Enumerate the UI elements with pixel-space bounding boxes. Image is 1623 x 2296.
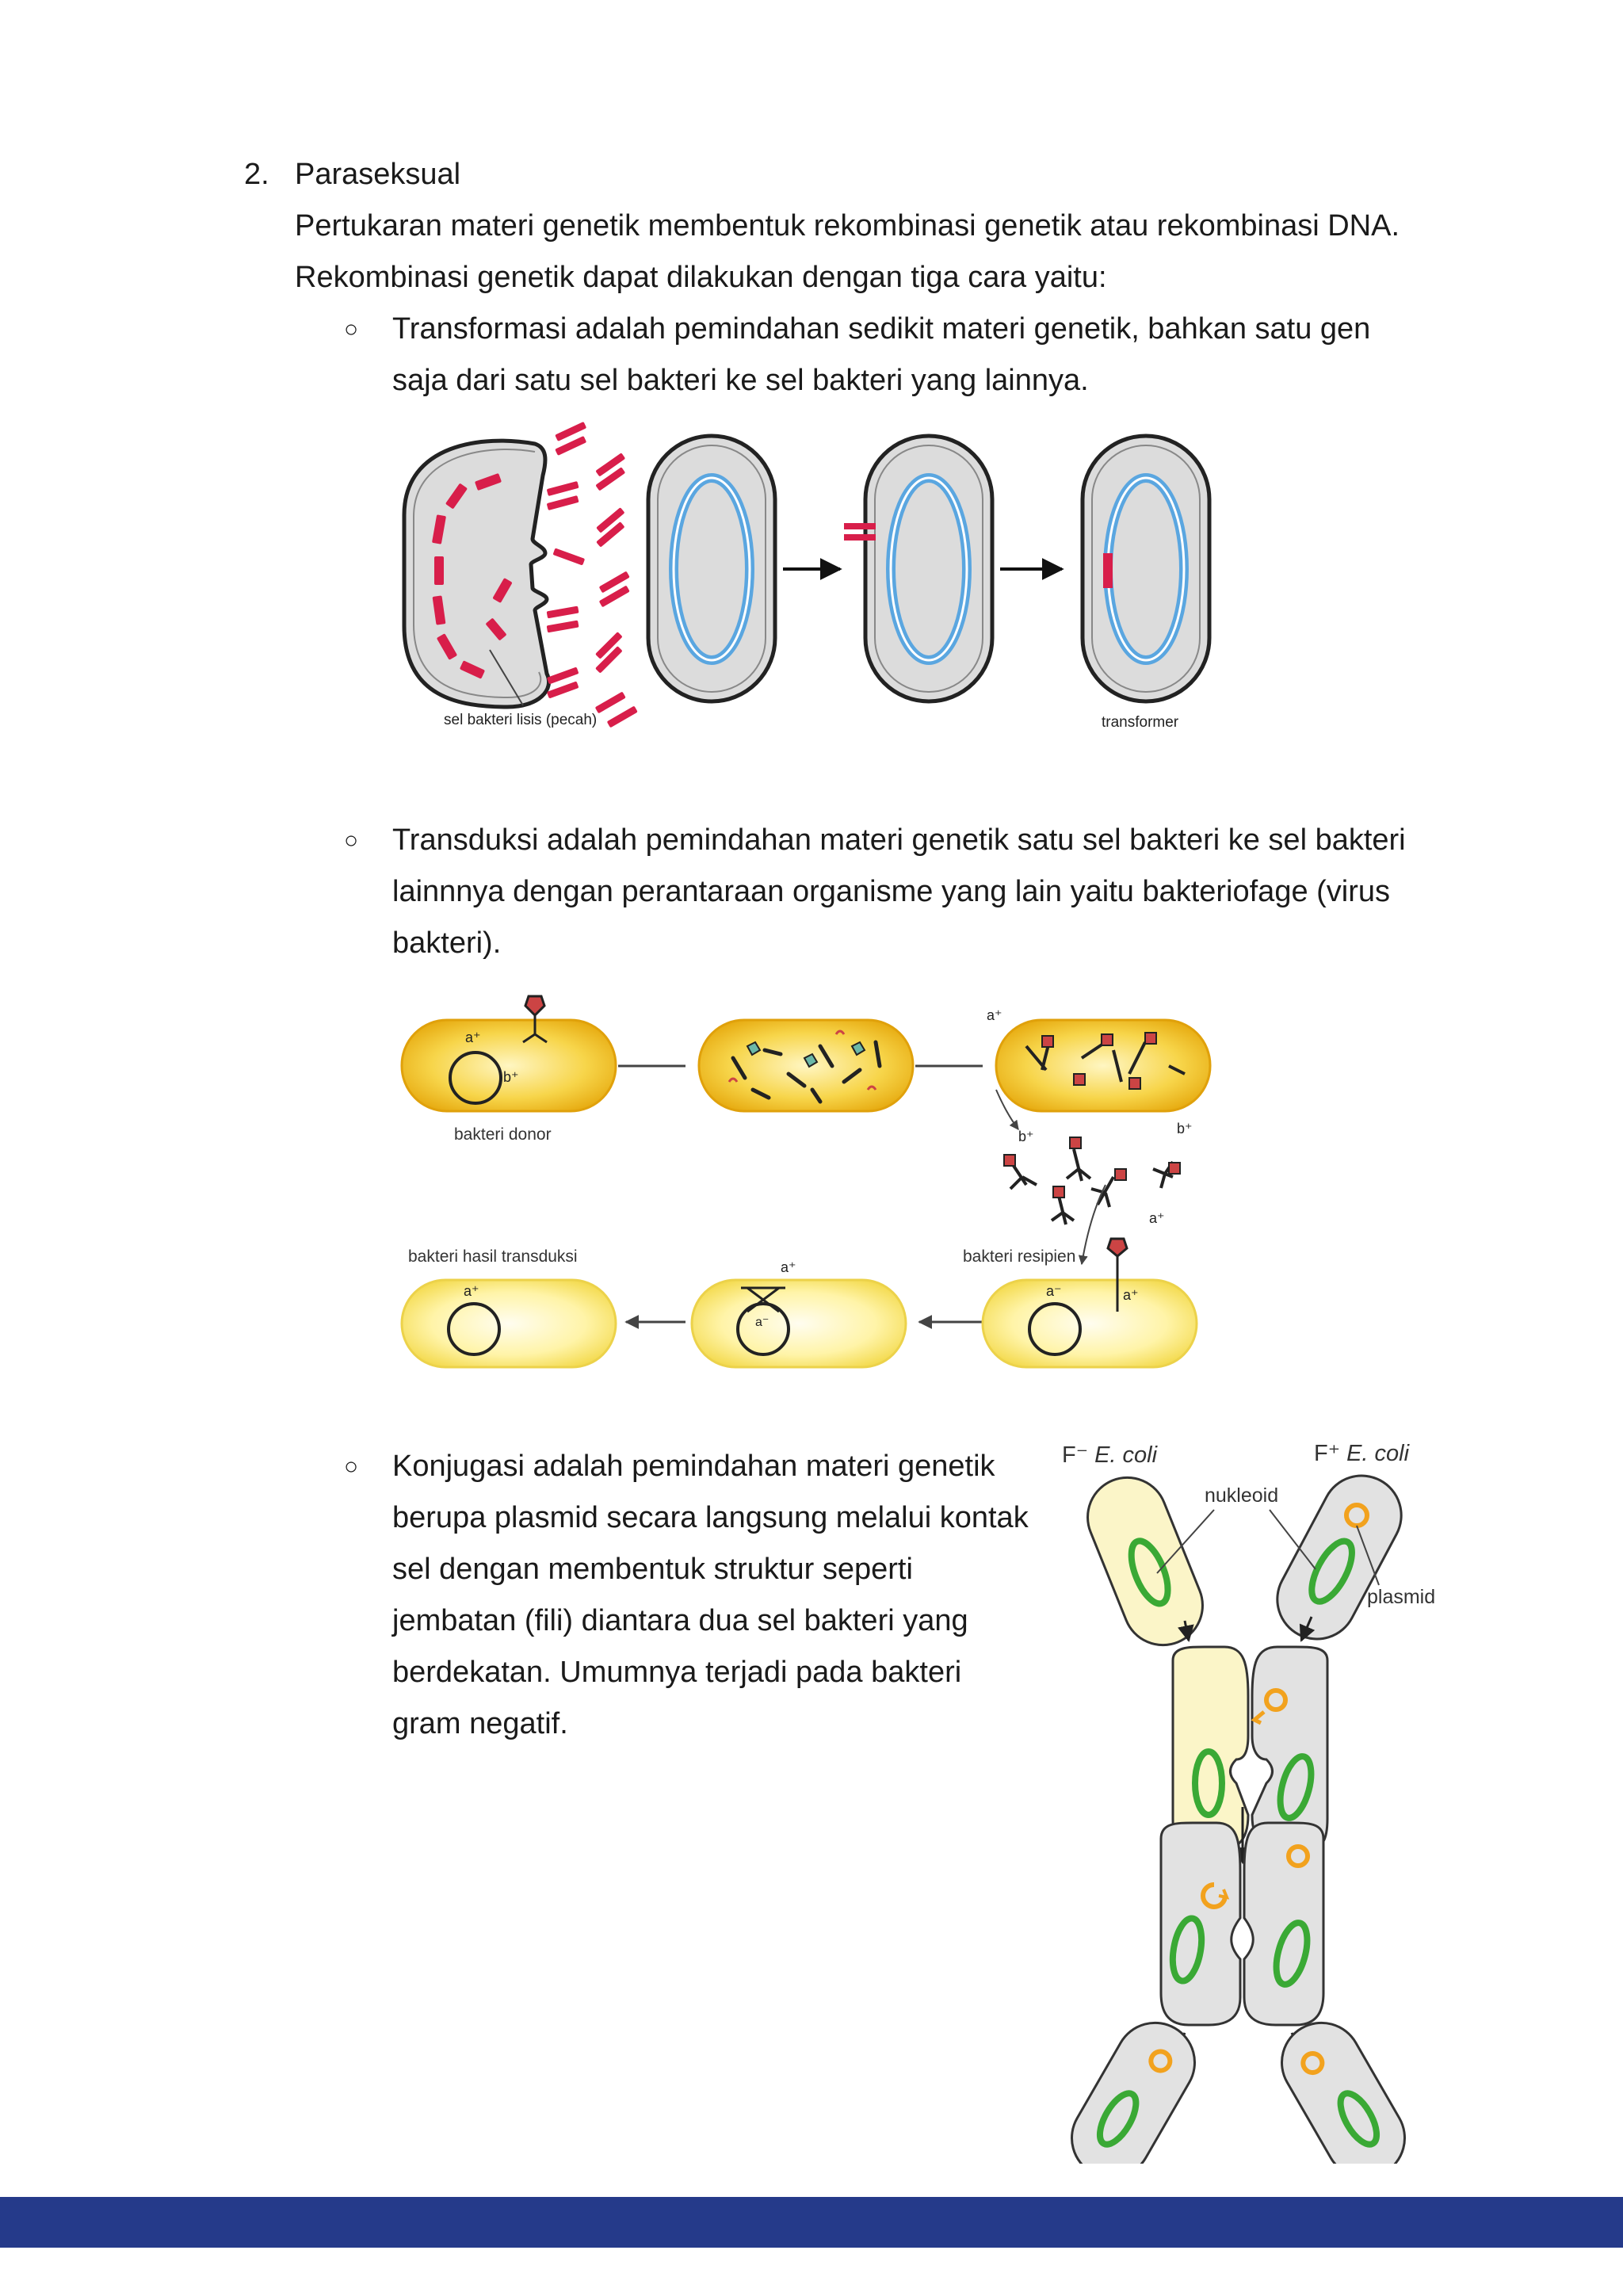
result-cell bbox=[1281, 2021, 1406, 2164]
label-f-plus: F⁺ E. coli bbox=[1314, 1441, 1411, 1466]
transduksi-line: Transduksi adalah pemindahan materi gene… bbox=[392, 823, 1406, 857]
label-f-minus: F⁻ E. coli bbox=[1062, 1442, 1159, 1468]
section-number: 2. bbox=[244, 158, 269, 191]
result-cell bbox=[1071, 2021, 1196, 2164]
bacteriophage-icon bbox=[1106, 1237, 1128, 1312]
bacteriophage-icon bbox=[522, 995, 548, 1044]
section-title: Paraseksual bbox=[295, 158, 461, 191]
svg-text:a⁺: a⁺ bbox=[1149, 1210, 1165, 1226]
label-lysed-cell: sel bakteri lisis (pecah) bbox=[444, 712, 597, 728]
footer-bar bbox=[0, 2197, 1623, 2248]
konjugasi-line: sel dengan membentuk struktur seperti bbox=[392, 1553, 913, 1586]
recipient-cell bbox=[981, 1278, 1198, 1369]
transduction-diagram: a⁺ b⁺ a⁺ b⁺ bbox=[400, 995, 1212, 1369]
bullet-icon: ○ bbox=[344, 316, 359, 342]
svg-text:a⁻: a⁻ bbox=[755, 1316, 769, 1329]
f-minus-cell bbox=[1086, 1476, 1204, 1647]
donor-cell bbox=[400, 1018, 617, 1113]
bacteriophage-icon bbox=[1025, 1037, 1186, 1083]
label-plasmid: plasmid bbox=[1367, 1586, 1435, 1608]
svg-text:a⁺: a⁺ bbox=[1123, 1287, 1139, 1303]
svg-text:a⁺: a⁺ bbox=[464, 1283, 479, 1299]
svg-text:a⁺: a⁺ bbox=[781, 1259, 796, 1275]
svg-text:b⁺: b⁺ bbox=[503, 1069, 519, 1085]
label-result: bakteri hasil transduksi bbox=[408, 1247, 578, 1266]
f-plus-cell bbox=[1276, 1474, 1403, 1641]
uptake-cell bbox=[863, 434, 995, 704]
recipient-cell bbox=[646, 434, 777, 704]
label-transformer: transformer bbox=[1102, 714, 1179, 731]
konjugasi-line: jembatan (fili) diantara dua sel bakteri… bbox=[392, 1604, 968, 1637]
conjugation-diagram: F⁻ E. coli F⁺ E. coli nukleoid plasmid bbox=[1062, 1441, 1435, 2164]
mating-pair bbox=[1159, 1821, 1325, 2027]
label-recipient: bakteri resipien bbox=[963, 1247, 1075, 1266]
svg-text:a⁺: a⁺ bbox=[987, 1007, 1002, 1023]
transformation-diagram: sel bakteri lisis (pecah) transformer bbox=[402, 422, 1212, 731]
intro-line: Pertukaran materi genetik membentuk reko… bbox=[295, 209, 1400, 243]
transduced-cell bbox=[400, 1278, 617, 1369]
label-nucleoid: nukleoid bbox=[1205, 1484, 1278, 1507]
intro-line: Rekombinasi genetik dapat dilakukan deng… bbox=[295, 261, 1107, 294]
konjugasi-line: berdekatan. Umumnya terjadi pada bakteri bbox=[392, 1656, 962, 1689]
label-donor: bakteri donor bbox=[454, 1125, 552, 1144]
released-phages bbox=[1009, 1148, 1174, 1225]
bullet-icon: ○ bbox=[344, 1454, 359, 1480]
bullet-icon: ○ bbox=[344, 827, 359, 854]
mating-pair bbox=[1171, 1645, 1329, 1852]
konjugasi-line: Konjugasi adalah pemindahan materi genet… bbox=[392, 1450, 995, 1483]
svg-text:a⁻: a⁻ bbox=[1046, 1283, 1062, 1299]
transformasi-line: Transformasi adalah pemindahan sedikit m… bbox=[392, 312, 1371, 346]
transduksi-line: bakteri). bbox=[392, 926, 502, 960]
konjugasi-line: berupa plasmid secara langsung melalui k… bbox=[392, 1501, 1029, 1534]
dna-fragments bbox=[432, 473, 512, 679]
svg-text:a⁺: a⁺ bbox=[465, 1030, 481, 1045]
recombining-cell bbox=[690, 1278, 907, 1369]
konjugasi-line: gram negatif. bbox=[392, 1707, 568, 1740]
transformasi-line: saja dari satu sel bakteri ke sel bakter… bbox=[392, 364, 1089, 397]
transduksi-line: lainnnya dengan perantaraan organisme ya… bbox=[392, 875, 1391, 908]
svg-text:b⁺: b⁺ bbox=[1177, 1121, 1193, 1137]
transformer-cell bbox=[1080, 434, 1212, 704]
svg-text:b⁺: b⁺ bbox=[1018, 1129, 1034, 1144]
